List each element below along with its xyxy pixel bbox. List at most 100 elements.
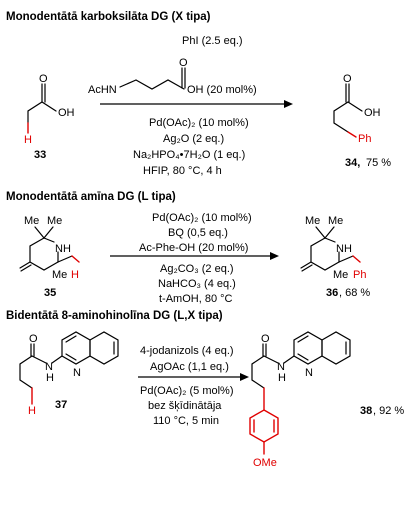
oxygen-atom: O — [39, 73, 48, 85]
condition-2-1: Pd(OAc)₂ (10 mol%) — [152, 212, 252, 224]
section-1-header: Monodentātā karboksilāta DG (X tipa) — [6, 11, 211, 23]
ligand-structure: AcHN O OH (20 mol%) — [88, 57, 257, 96]
quinoline-ring — [321, 331, 351, 365]
amide-bond — [51, 355, 63, 364]
quinoline-ring — [293, 331, 323, 365]
bond — [119, 79, 137, 88]
aromatic-bond — [65, 353, 77, 361]
exo-methylene — [300, 261, 312, 269]
new-cc-bond-red — [352, 255, 361, 263]
yield-38: , 92 % — [373, 405, 404, 417]
condition-3-5: 110 °C, 5 min — [153, 415, 219, 427]
condition-1-4: HFIP, 80 °C, 4 h — [143, 165, 222, 177]
nitrogen-atom: N — [45, 361, 53, 373]
amide-bond — [31, 355, 47, 364]
condition-1-3: Na₂HPO₄•7H₂O (1 eq.) — [133, 149, 245, 161]
condition-2-4: Ag₂CO₃ (2 eq.) — [160, 263, 234, 275]
section-2-header: Monodentātā amīna DG (L tipa) — [6, 191, 176, 203]
substrate-35: Me Me NH Me H 35 — [19, 215, 80, 299]
quinoline-nitrogen: N — [73, 367, 81, 379]
product-36: Me Me NH Me Ph 36 , 68 % — [300, 215, 370, 299]
oxygen-atom: O — [29, 333, 38, 345]
ch-bond-red — [71, 255, 80, 263]
alkyl-chain — [19, 355, 33, 389]
hydroxyl-group: OH — [58, 107, 75, 119]
ring-bond — [29, 237, 59, 271]
compound-label-37: 37 — [55, 399, 67, 411]
amide-bond — [283, 355, 295, 364]
methyl-label: Me — [47, 215, 62, 227]
methyl-label: Me — [328, 215, 343, 227]
hydrogen-atom-red: H — [24, 134, 32, 146]
methyl-bond — [324, 226, 335, 239]
aromatic-bond — [297, 335, 309, 343]
quinoline-ring — [61, 331, 91, 365]
ring-bond — [324, 237, 336, 243]
aromatic-bond — [297, 353, 309, 361]
condition-1-1: Pd(OAc)₂ (10 mol%) — [149, 117, 249, 129]
amide-bond — [263, 355, 279, 364]
condition-3-4: bez šķīdinātāja — [148, 400, 222, 412]
methyl-bond — [34, 226, 45, 239]
ring-bond — [310, 237, 340, 271]
hydrogen-atom-red: H — [28, 405, 36, 417]
nitrogen-atom: N — [277, 361, 285, 373]
condition-1-2: Ag₂O (2 eq.) — [163, 133, 224, 145]
methyl-bond — [43, 226, 54, 239]
oxygen-atom: O — [261, 333, 270, 345]
yield-36: , 68 % — [339, 287, 370, 299]
bond — [135, 79, 185, 90]
achn-group: AcHN — [88, 84, 117, 96]
condition-3-3: Pd(OAc)₂ (5 mol%) — [140, 385, 234, 397]
condition-2-5: NaHCO₃ (4 eq.) — [158, 278, 236, 290]
methylene-bond — [57, 255, 73, 263]
hydroxyl-group: OH — [364, 107, 381, 119]
compound-label-35: 35 — [44, 287, 56, 299]
condition-2-6: t-AmOH, 80 °C — [159, 293, 233, 305]
amide-hydrogen: H — [46, 372, 54, 384]
methyl-label: Me — [305, 215, 320, 227]
new-cc-bond-red — [347, 131, 357, 138]
substrate-33: O OH H 33 — [24, 73, 75, 161]
bond — [347, 101, 363, 112]
bond — [27, 101, 57, 124]
compound-label-36: 36 — [326, 287, 338, 299]
condition-3-2: AgOAc (1,1 eq.) — [150, 361, 229, 373]
product-38: O N H N OMe 38 , 92 % — [249, 331, 404, 469]
condition-2-3: Ac-Phe-OH (20 mol%) — [139, 242, 248, 254]
methyl-bond — [315, 226, 326, 239]
bond — [333, 101, 349, 133]
yield-34: 75 % — [366, 157, 391, 169]
phenyl-group-red: Ph — [353, 269, 366, 281]
phenyl-group-red: Ph — [358, 133, 371, 145]
nh-group: NH — [336, 243, 352, 255]
methyl-label: Me — [333, 269, 348, 281]
compound-label-34: 34, — [345, 157, 360, 169]
ligand-oh-loading: OH (20 mol%) — [187, 84, 257, 96]
exo-methylene — [20, 264, 32, 272]
exo-methylene — [19, 261, 31, 269]
arrowhead — [240, 373, 249, 381]
arrowhead — [284, 100, 293, 108]
substrate-37: O N H N H 37 — [19, 331, 119, 417]
methyl-label: Me — [52, 269, 67, 281]
compound-label-33: 33 — [34, 149, 46, 161]
condition-2-2: BQ (0,5 eq.) — [168, 227, 228, 239]
quinoline-ring — [89, 331, 119, 365]
product-34: O OH Ph 34, 75 % — [333, 73, 391, 169]
oxygen-atom: O — [343, 73, 352, 85]
ring-bond — [43, 237, 55, 243]
aromatic-bond — [65, 335, 77, 343]
quinoline-nitrogen: N — [305, 367, 313, 379]
section-3-header: Bidentātā 8-aminohinolīna DG (L,X tipa) — [6, 310, 223, 322]
compound-label-38: 38 — [360, 405, 372, 417]
hydrogen-atom-red: H — [71, 269, 79, 281]
condition-3-1: 4-jodanizols (4 eq.) — [140, 345, 234, 357]
amide-hydrogen: H — [278, 372, 286, 384]
arrowhead — [270, 252, 279, 260]
methyl-label: Me — [24, 215, 39, 227]
nh-group: NH — [55, 243, 71, 255]
alkyl-chain — [251, 355, 265, 389]
oxygen-atom: O — [179, 57, 188, 69]
